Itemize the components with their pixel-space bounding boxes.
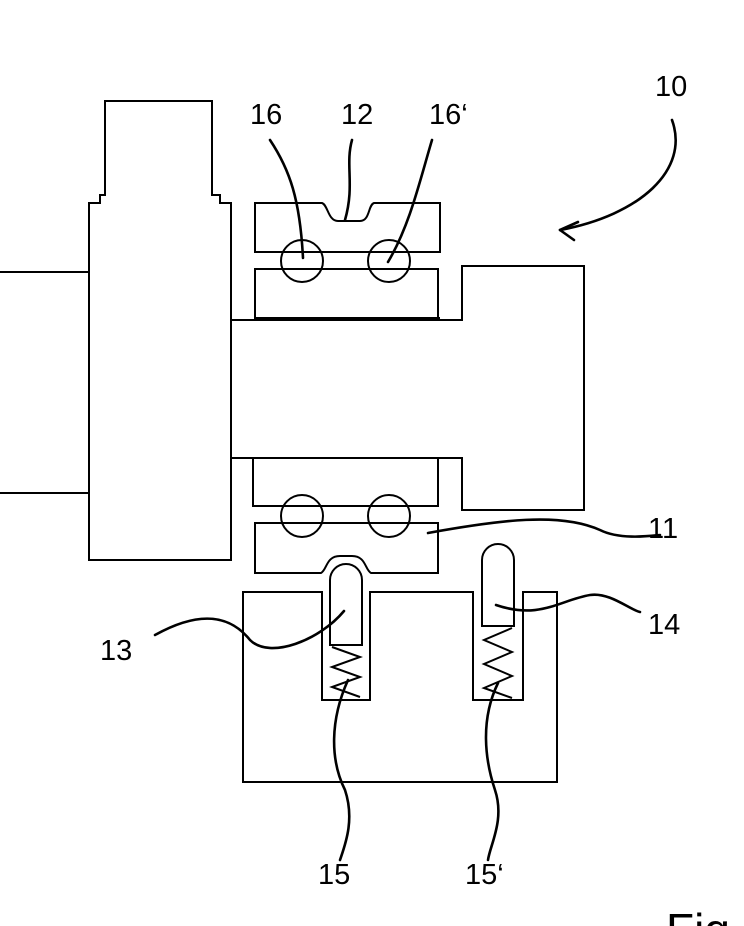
label-15: 15 [318, 859, 350, 891]
ball-lower-a [280, 494, 324, 538]
hub-body [88, 100, 232, 561]
label-13: 13 [100, 635, 132, 667]
lower-outer-ring [254, 522, 439, 574]
spring-15 [329, 646, 363, 698]
label-11: 11 [648, 513, 678, 545]
label-16: 16 [250, 99, 282, 131]
spring-15-prime [481, 627, 515, 699]
label-12: 12 [341, 99, 373, 131]
plunger-13 [329, 563, 363, 646]
shaft-lines [0, 271, 89, 494]
label-10: 10 [655, 71, 687, 103]
label-14: 14 [648, 609, 680, 641]
shaft [231, 265, 585, 511]
label-15-prime: 15‘ [465, 859, 504, 891]
ball-lower-b [367, 494, 411, 538]
label-16-prime: 16‘ [429, 99, 468, 131]
lower-inner-ring [252, 457, 439, 507]
base-block [242, 591, 558, 783]
upper-inner-ring [254, 268, 439, 319]
upper-outer-ring [254, 202, 441, 253]
figure-label: Fig [666, 904, 730, 926]
plunger-14 [481, 543, 515, 627]
ball-16-prime [367, 239, 411, 283]
leader-lines [153, 118, 677, 862]
